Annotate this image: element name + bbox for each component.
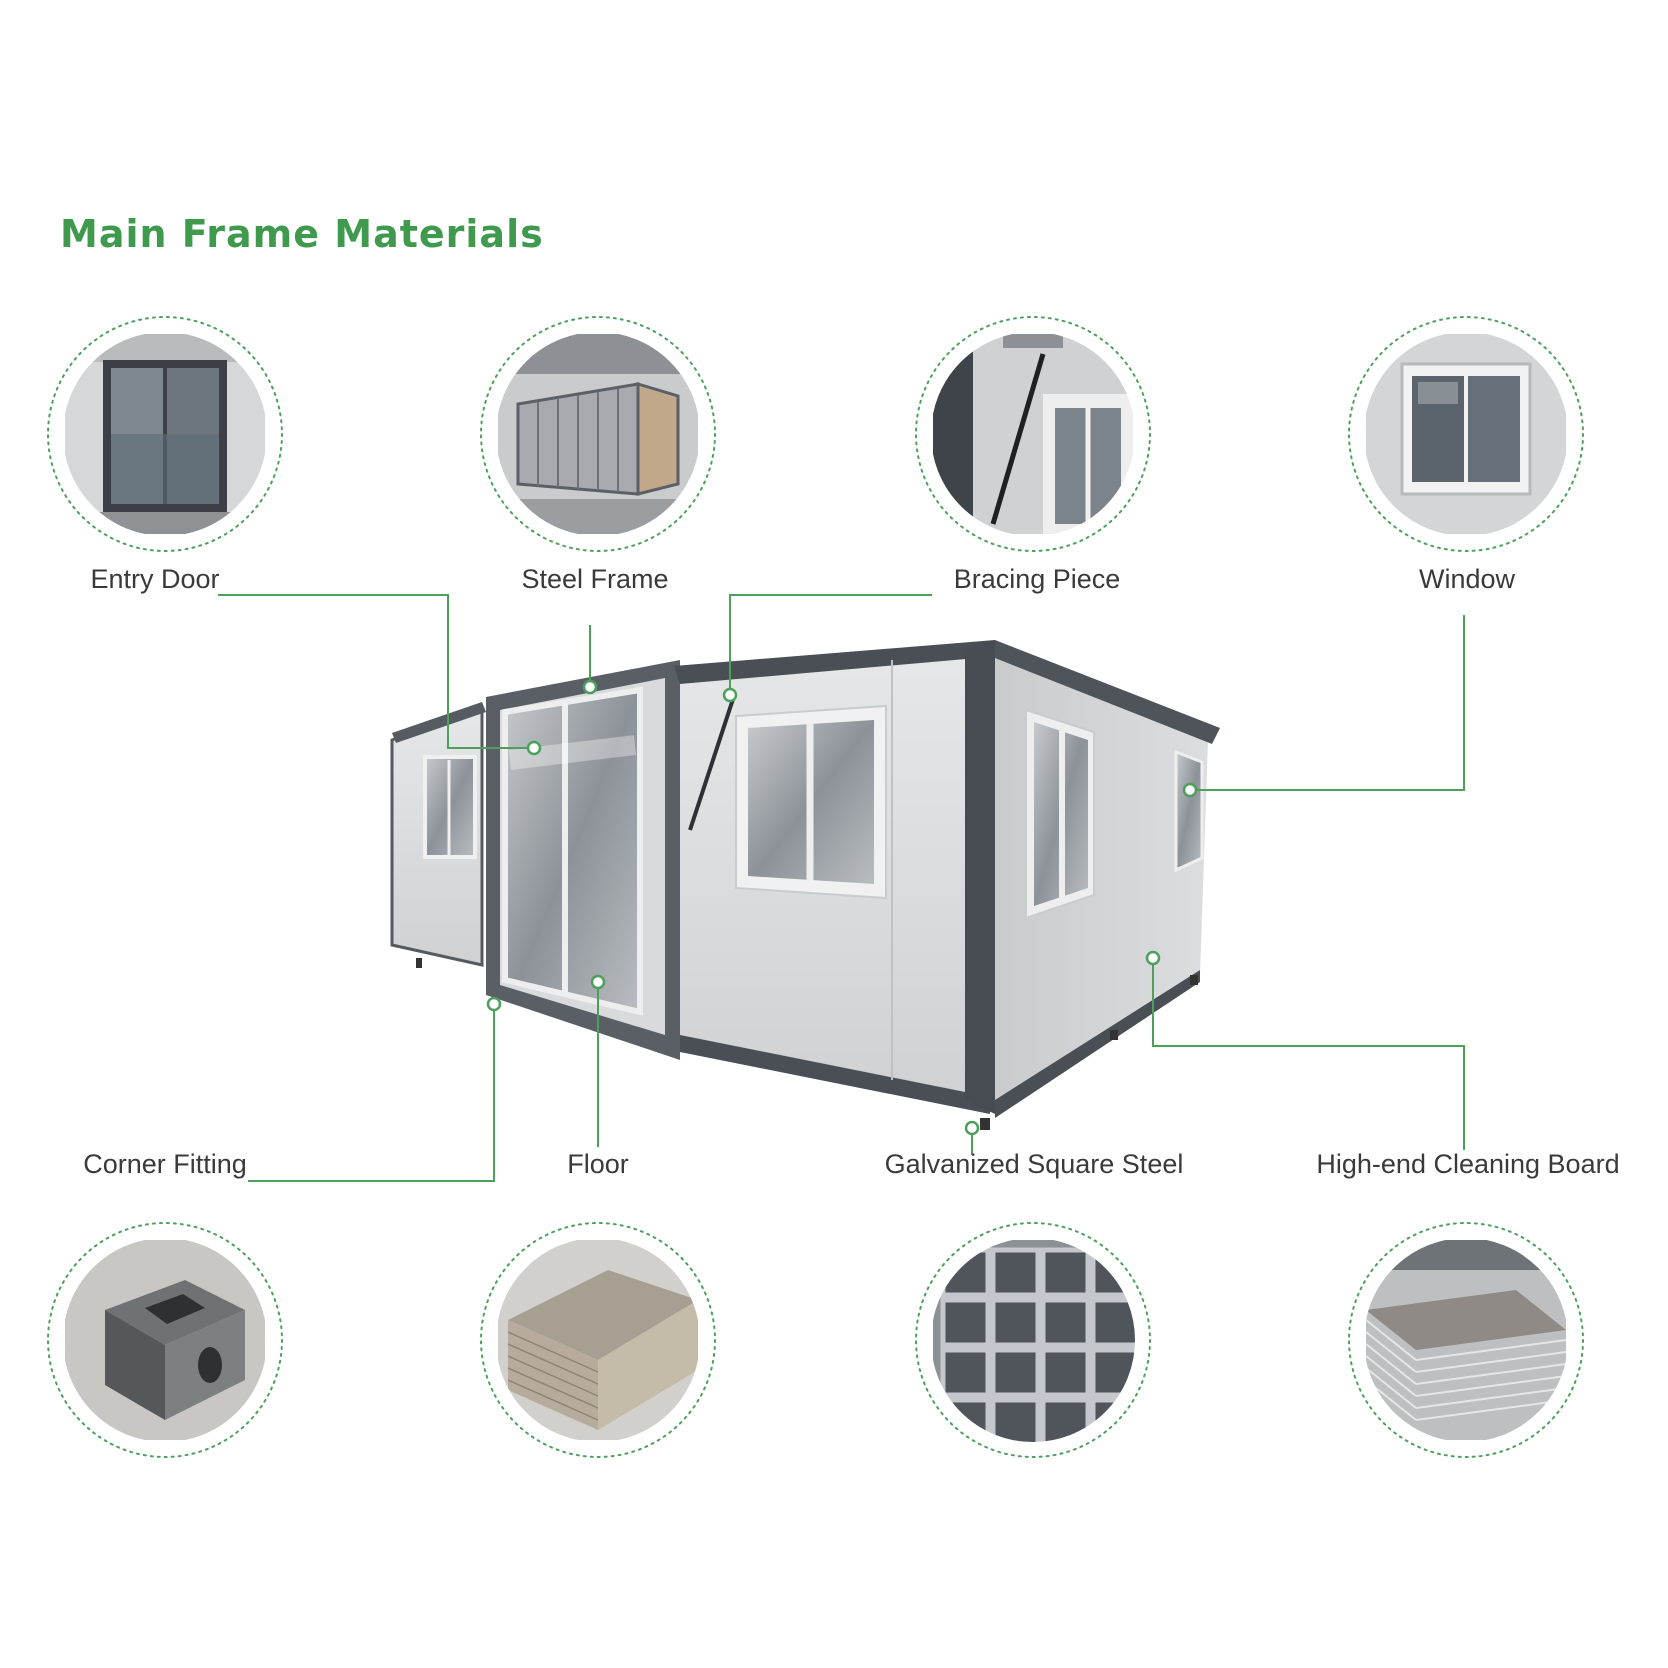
thumbnail-window: [1346, 314, 1586, 554]
callout-dot-bracing-piece: [722, 687, 738, 703]
board-stack-icon: [1348, 1222, 1584, 1458]
thumbnail-galvanized-square-steel: [913, 1220, 1153, 1460]
callout-dot-steel-frame: [582, 679, 598, 695]
sliding-window-icon: [1348, 316, 1584, 552]
sliding-door-icon: [47, 316, 283, 552]
callout-dot-window: [1182, 782, 1198, 798]
thumbnail-corner-fitting: [45, 1220, 285, 1460]
container-house: [390, 640, 1220, 1130]
thumbnail-high-end-cleaning-board: [1346, 1220, 1586, 1460]
label-entry-door: Entry Door: [90, 564, 220, 594]
label-galvanized-square-steel: Galvanized Square Steel: [884, 1149, 1184, 1179]
leader-line-window: [1190, 615, 1465, 791]
square-tube-stack-icon: [915, 1222, 1151, 1458]
callout-dot-entry-door: [526, 740, 542, 756]
steel-frame-icon: [480, 316, 716, 552]
label-floor: Floor: [567, 1149, 629, 1179]
label-window: Window: [1418, 564, 1516, 594]
label-bracing-piece: Bracing Piece: [953, 564, 1121, 594]
leader-line-high-end-cleaning-board: [1152, 958, 1465, 1150]
label-high-end-cleaning-board: High-end Cleaning Board: [1316, 1149, 1620, 1179]
leader-line-entry-door: [218, 594, 534, 749]
leader-lines: [218, 594, 1465, 1182]
thumbnail-steel-frame: [478, 314, 718, 554]
thumbnail-floor: [478, 1220, 718, 1460]
floor-board-icon: [480, 1222, 716, 1458]
leader-line-bracing-piece: [729, 594, 932, 695]
callout-dot-corner-fitting: [486, 996, 502, 1012]
label-corner-fitting: Corner Fitting: [83, 1149, 247, 1179]
page-title: Main Frame Materials: [60, 212, 544, 256]
callout-dot-galvanized-square-steel: [964, 1120, 980, 1136]
callout-dot-floor: [590, 974, 606, 990]
corner-fitting-icon: [47, 1222, 283, 1458]
bracing-piece-icon: [915, 316, 1151, 552]
leader-line-corner-fitting: [248, 1004, 495, 1182]
thumbnail-entry-door: [45, 314, 285, 554]
thumbnail-bracing-piece: [913, 314, 1153, 554]
label-steel-frame: Steel Frame: [521, 564, 669, 594]
callout-dot-high-end-cleaning-board: [1145, 950, 1161, 966]
